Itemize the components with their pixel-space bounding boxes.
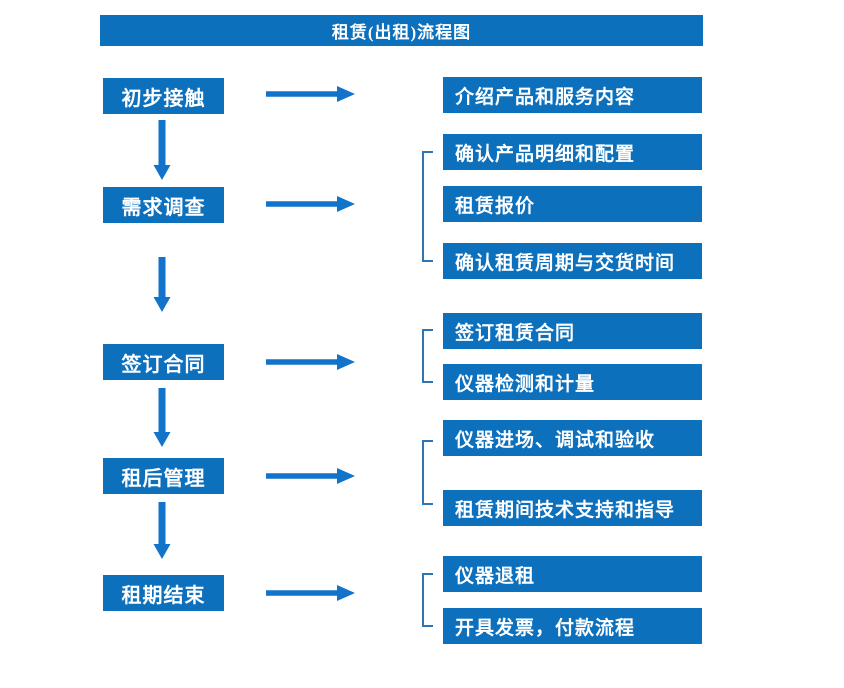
bracket-stage5-details — [422, 573, 433, 627]
stage-box-post-rental-management: 租后管理 — [103, 458, 224, 494]
detail-box-introduce-products: 介绍产品和服务内容 — [443, 77, 702, 113]
detail-box-technical-support: 租赁期间技术支持和指导 — [443, 490, 702, 526]
detail-box-confirm-period-delivery: 确认租赁周期与交货时间 — [443, 243, 702, 279]
detail-box-instrument-return: 仪器退租 — [443, 556, 702, 592]
bracket-stage2-details — [422, 151, 433, 262]
detail-box-rental-quote: 租赁报价 — [443, 186, 702, 222]
detail-box-instrument-setup-acceptance: 仪器进场、调试和验收 — [443, 420, 702, 456]
flow-arrow-down-3 — [153, 388, 171, 447]
flowchart-title: 租赁(出租)流程图 — [331, 23, 472, 42]
flow-arrow-right-4 — [266, 468, 355, 484]
detail-box-sign-rental-contract: 签订租赁合同 — [443, 313, 702, 349]
flow-arrow-down-2 — [153, 257, 171, 312]
flow-arrow-down-4 — [153, 502, 171, 559]
stage-box-sign-contract: 签订合同 — [103, 344, 224, 380]
stage-box-initial-contact: 初步接触 — [103, 78, 224, 114]
detail-box-invoice-payment: 开具发票，付款流程 — [443, 608, 702, 644]
flow-arrow-right-1 — [266, 86, 355, 102]
bracket-stage4-details — [422, 440, 433, 505]
flowchart-title-bar: 租赁(出租)流程图 — [100, 15, 703, 46]
stage-box-rental-end: 租期结束 — [103, 575, 224, 611]
flow-arrow-right-5 — [266, 585, 355, 601]
detail-box-confirm-product-config: 确认产品明细和配置 — [443, 134, 702, 170]
flow-arrow-right-2 — [266, 196, 355, 212]
detail-box-instrument-testing: 仪器检测和计量 — [443, 364, 702, 400]
flow-arrow-down-1 — [153, 120, 171, 180]
bracket-stage3-details — [422, 329, 433, 383]
stage-box-demand-survey: 需求调查 — [103, 187, 224, 223]
flow-arrow-right-3 — [266, 354, 355, 370]
